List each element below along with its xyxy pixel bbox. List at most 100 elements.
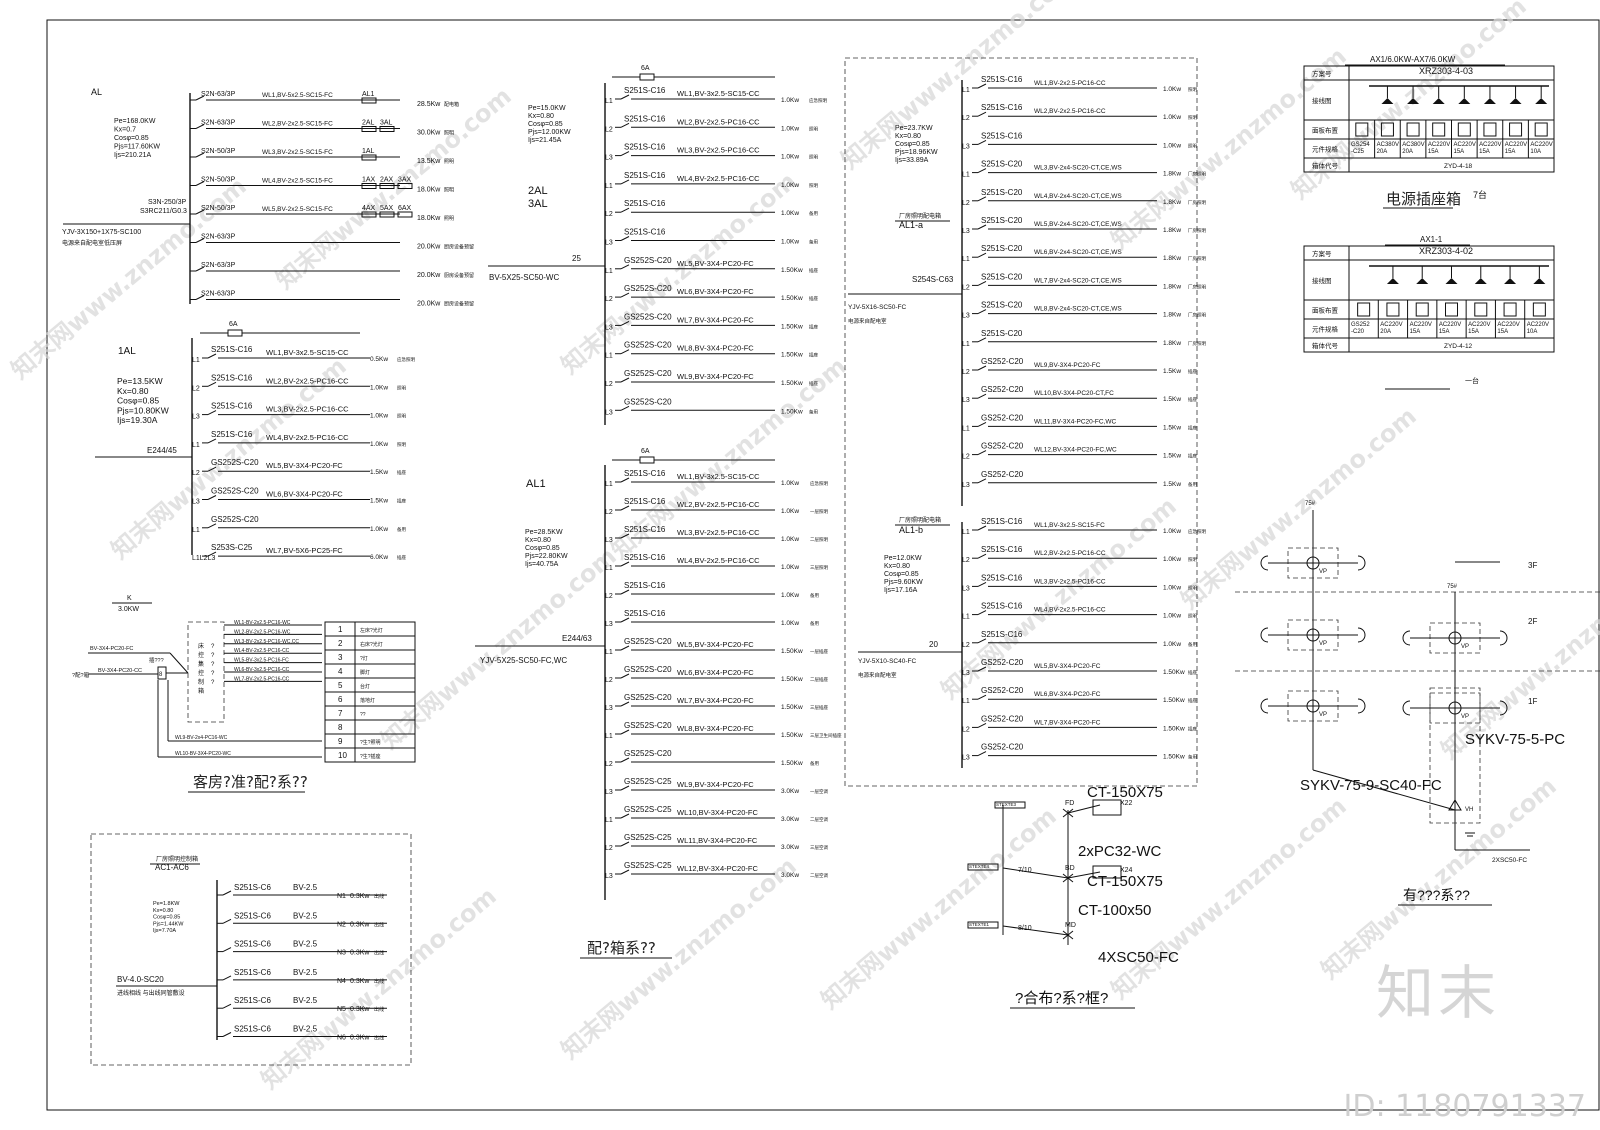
breaker-contact <box>620 349 630 355</box>
schedule-frame <box>1303 245 1555 353</box>
circuit-note: 插座 <box>397 469 406 476</box>
cable-spec: WL2,BV-2x2.5-PC16-CC <box>266 376 349 385</box>
cable-spec: WL7,BV-5X6-PC25-FC <box>266 546 343 555</box>
cable-spec: BV-2.5 <box>293 1025 318 1034</box>
load-parameter: Ijs=7.70A <box>153 928 176 934</box>
breaker-rating: S251S-C16 <box>624 581 666 590</box>
circuit-power: 1.0Kw <box>781 97 799 104</box>
panel-outlet-icon <box>1503 302 1517 317</box>
phase-label: L3 <box>962 755 970 762</box>
phase-label: L2 <box>962 200 970 207</box>
circuit-power: 0.3Kw <box>350 921 370 928</box>
component-spec: AC380V <box>1377 142 1399 148</box>
panel-al1-params: Pe=28.5KWKx=0.80Cosφ=0.85Pjs=22.80KWIjs=… <box>525 529 568 568</box>
brand-watermark: 知末 <box>1375 959 1500 1027</box>
circuit-note: 照明 <box>1188 87 1197 93</box>
circuit-power: 1.50Kw <box>1163 725 1185 732</box>
component-spec: 10A <box>1527 329 1538 335</box>
cable-spec: WL9,BV-3X4-PC20-FC <box>677 372 754 381</box>
circuit-note: 备用 <box>1188 641 1197 648</box>
socket-symbol-icon <box>1533 278 1546 284</box>
distribution-frame-label: MD <box>1065 922 1076 929</box>
circuit-note: 厨房设备预留 <box>444 301 474 308</box>
breaker-contact <box>222 1032 232 1037</box>
breaker-rating: S251S-C16 <box>624 86 666 95</box>
breaker-contact <box>620 813 630 819</box>
circuit-power: 1.8Kw <box>1163 340 1181 347</box>
al1-spd: 6A <box>641 448 650 455</box>
room-table-number: 3 <box>338 653 343 662</box>
tv-system-diagram: 3F2F1F75#75#VPVPVPVPVPVHSYKV-75-9-SC40-F… <box>1235 501 1600 906</box>
telecom-box-icon <box>994 801 1026 809</box>
panel-ac-subtitle: AC1-AC6 <box>155 863 189 872</box>
circuit-power: 1.0Kw <box>781 154 799 161</box>
breaker-contact <box>620 292 630 298</box>
room-bottom-line-2: WL10-BV-3X4-PC20-WC <box>175 751 231 757</box>
cable-spec: BV-2.5 <box>293 968 318 977</box>
circuit-power: 1.0Kw <box>370 526 388 533</box>
breaker-rating: GS252-C20 <box>981 743 1024 752</box>
distribution-caption: 配?箱系?? <box>587 939 656 957</box>
socket-box-schedule-1: 方案号接线图面板布置元件规格GS254-C25AC380V20AAC380V20… <box>1303 65 1555 173</box>
circuit-power: 1.50Kw <box>781 380 803 387</box>
panel-outlet-icon <box>1509 122 1523 137</box>
load-parameter: Ijs=210.21A <box>114 152 151 159</box>
circuit-note: 备用 <box>810 620 819 627</box>
circuit-note: 照明 <box>809 126 818 132</box>
room-table-desc: ?灯 <box>360 655 368 662</box>
circuit-note: 二层空调 <box>810 816 828 823</box>
component-spec: 20A <box>1380 329 1391 335</box>
breaker-contact <box>977 666 987 672</box>
cable-spec: WL7,BV-3X4-PC20-FC <box>677 696 754 705</box>
circuit-id: N6 <box>337 1035 346 1042</box>
panel-al-title: AL <box>91 87 102 97</box>
cable-spec: WL6,BV-2x4-SC20-CT,CE,WS <box>1034 249 1122 256</box>
breaker-rating: GS252-C20 <box>981 442 1024 451</box>
breaker-rating: S251S-C16 <box>624 525 666 534</box>
room-table-number: 5 <box>338 681 343 690</box>
cable-spec: WL2,BV-2x2.5-PC16-CC <box>1034 550 1106 557</box>
phase-label: L1 <box>605 733 613 740</box>
al1b-feeder-note: 电源来自配电室 <box>858 671 897 679</box>
phase-label: L1 <box>605 353 613 360</box>
breaker-contact <box>207 410 217 416</box>
breaker-rating: S251S-C16 <box>624 171 666 180</box>
breaker-contact <box>207 381 217 387</box>
breaker-rating: S2N-63/3P <box>201 120 236 127</box>
breaker-rating: GS252S-C20 <box>624 721 672 730</box>
cable-spec: WL5,BV-2x2.5-SC15-FC <box>262 206 333 213</box>
cable-spec: WL3,BV-2x2.5-PC16-CC <box>266 405 349 414</box>
cable-spec: WL2,BV-2x2.5-SC15-FC <box>262 121 333 128</box>
circuit-power: 0.3Kw <box>350 893 370 900</box>
tv-outlet-icon <box>1260 698 1269 714</box>
socket-symbol-icon <box>1381 98 1394 104</box>
load-parameter: Pjs=1.44KW <box>153 921 184 927</box>
circuit-note: 厂房照明 <box>1188 199 1206 206</box>
breaker-rating: GS252S-C20 <box>211 487 259 496</box>
breaker-rating: S2N-63/3P <box>201 91 236 98</box>
breaker-rating: S251S-C6 <box>234 940 271 949</box>
cable-spec: WL6,BV-3X4-PC20-FC <box>677 668 754 677</box>
circuit-note: 二层照明 <box>810 537 828 543</box>
breaker-rating: S251S-C6 <box>234 968 271 977</box>
breaker-rating: GS252S-C20 <box>211 458 259 467</box>
panel-outlet-icon <box>1357 302 1371 317</box>
amplifier-label: 75# <box>1447 584 1458 590</box>
breaker-rating: S251S-C6 <box>234 911 271 920</box>
cable-spec: WL3,BV-2x2.5-PC16-CC <box>1034 578 1106 585</box>
phase-label: L3 <box>962 143 970 150</box>
phase-label: L2 <box>605 593 613 600</box>
ac-feeder-note: 进线相线 与出线同管敷设 <box>117 989 185 997</box>
panel-2al: Pe=15.0KWKx=0.80Cosφ=0.85Pjs=12.00KWIjs=… <box>488 65 827 425</box>
breaker-contact <box>977 421 987 427</box>
socket-symbol-icon <box>1535 98 1548 104</box>
circuit-note: 插座 <box>809 380 818 387</box>
cable-spec: BV-2.5 <box>293 883 318 892</box>
circuit-id: N2 <box>337 921 346 928</box>
cable-spec: WL1,BV-3x2.5-SC15-CC <box>677 89 760 98</box>
circuit-power: 1.8Kw <box>1163 283 1181 290</box>
load-box <box>361 211 377 218</box>
